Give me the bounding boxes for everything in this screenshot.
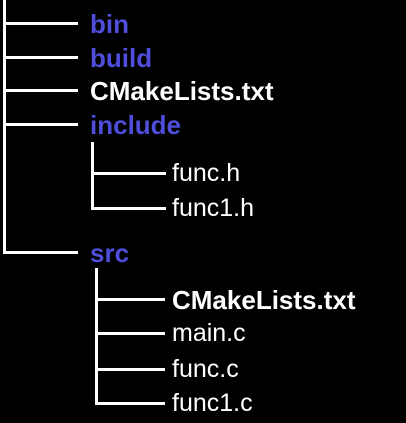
branch-src: [3, 251, 78, 254]
branch-func-c: [95, 368, 165, 371]
file-cmakelists-src[interactable]: CMakeLists.txt: [172, 285, 356, 315]
branch-build: [3, 56, 78, 59]
include-trunk-line: [91, 142, 94, 210]
folder-bin[interactable]: bin: [90, 9, 129, 39]
branch-main-c: [95, 332, 165, 335]
root-trunk-line: [3, 0, 6, 254]
file-func-c[interactable]: func.c: [172, 355, 239, 383]
src-trunk-line: [95, 268, 98, 405]
branch-src-cmakelists: [95, 298, 165, 301]
file-func1-h[interactable]: func1.h: [172, 194, 255, 222]
folder-build[interactable]: build: [90, 43, 153, 73]
file-func-h[interactable]: func.h: [172, 159, 241, 187]
branch-func1-c: [95, 402, 165, 405]
branch-func-h: [91, 172, 166, 175]
branch-include: [3, 123, 78, 126]
folder-include[interactable]: include: [90, 110, 182, 140]
branch-bin: [3, 22, 78, 25]
file-cmakelists-root[interactable]: CMakeLists.txt: [90, 76, 274, 106]
file-main-c[interactable]: main.c: [172, 319, 246, 347]
branch-cmakelists: [3, 89, 78, 92]
branch-func1-h: [91, 207, 166, 210]
file-func1-c[interactable]: func1.c: [172, 389, 253, 417]
folder-src[interactable]: src: [90, 238, 130, 268]
